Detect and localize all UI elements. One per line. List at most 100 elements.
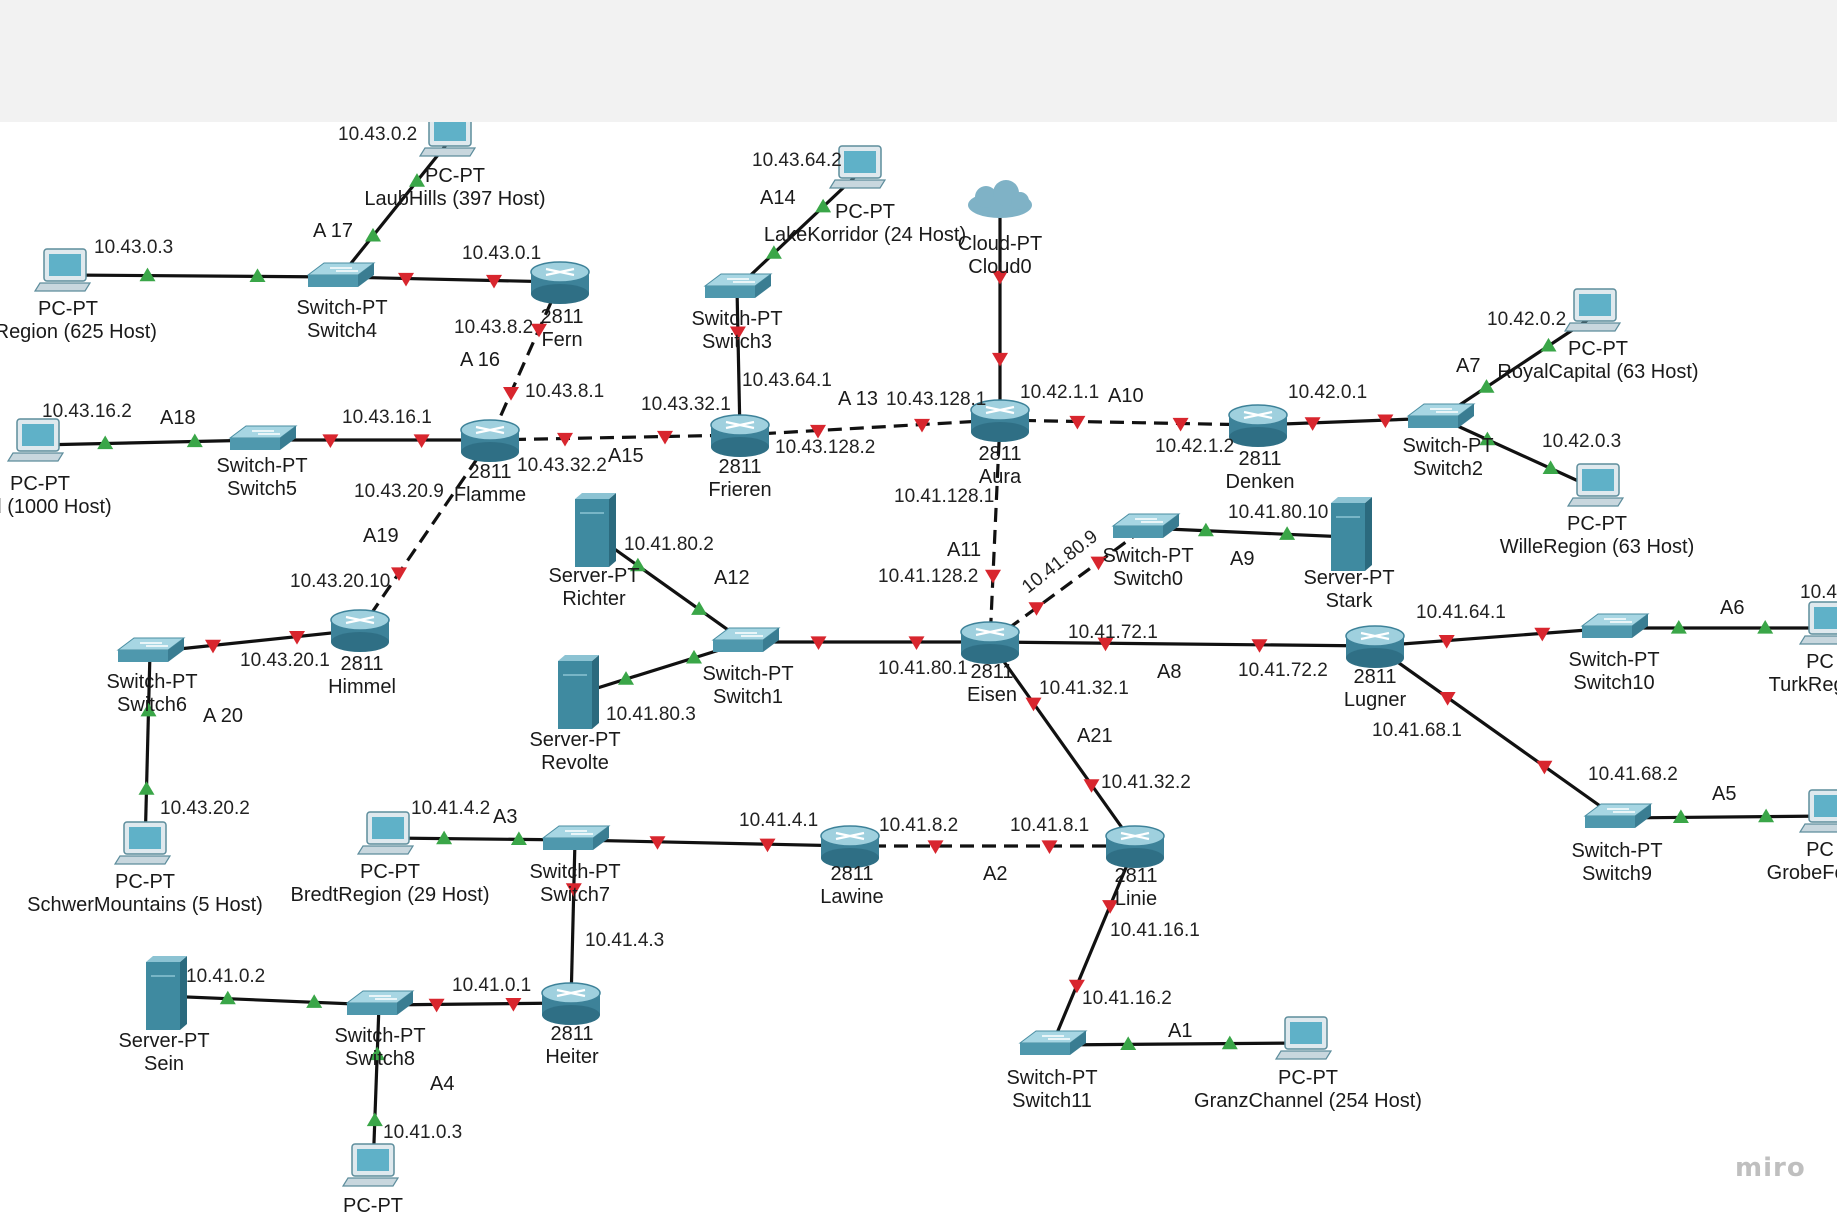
link-status-down-icon: [810, 424, 826, 439]
device-type-label: Switch-PT: [1571, 840, 1662, 862]
area-label: A5: [1712, 783, 1736, 805]
area-label: A6: [1720, 597, 1744, 619]
ip-address-label: 10.41.0.3: [383, 1122, 462, 1143]
device-name-label: Himmel: [328, 676, 396, 698]
area-label: A 16: [460, 349, 500, 371]
link-status-down-icon: [908, 636, 925, 650]
device-type-label: 2811: [1238, 448, 1281, 470]
link-sw9-pc_grobe: [1616, 808, 1831, 823]
pc-icon: [1798, 601, 1837, 645]
device-type-label: Switch-PT: [1568, 649, 1659, 671]
cable-line: [1144, 526, 1349, 539]
link-pc_lake-sw3: [735, 170, 862, 290]
pc-pc_turk[interactable]: PCTurkRegion: [1769, 601, 1837, 696]
pc-pc_grobe[interactable]: PCGrobeFores: [1767, 789, 1837, 884]
device-name-label: SchwerMountains (5 Host): [27, 894, 263, 916]
device-name-label: Switch4: [307, 320, 377, 342]
pc-pc_tit[interactable]: PC-PTtitRegion (625 Host): [0, 248, 157, 343]
device-name-label: Revolte: [541, 752, 609, 774]
device-type-label: PC-PT: [425, 165, 485, 187]
device-name-label: Fern: [541, 329, 582, 351]
miro-watermark: miro: [1735, 1153, 1806, 1183]
switch-icon: [711, 627, 781, 652]
pc-pc_bottom[interactable]: PC-PT: [341, 1143, 403, 1217]
device-type-label: PC-PT: [10, 473, 70, 495]
device-type-label: Switch-PT: [1402, 435, 1493, 457]
device-type-label: PC: [1806, 839, 1834, 861]
link-r_aura-r_denken: [999, 415, 1259, 432]
ip-address-label: 10.41.4.3: [585, 930, 664, 951]
link-status-down-icon: [322, 434, 339, 448]
router-icon: [1105, 825, 1165, 868]
link-status-up-icon: [1279, 526, 1296, 540]
device-name-label: Aura: [979, 466, 1022, 488]
area-label: A 13: [838, 388, 878, 410]
link-status-down-icon: [1102, 900, 1119, 914]
server-icon: [575, 493, 616, 567]
device-name-label: Richter: [562, 588, 626, 610]
ip-address-label: 10.41.4.2: [411, 798, 490, 819]
cable-line: [735, 170, 862, 290]
ip-address-label: 10.43.32.1: [641, 394, 731, 415]
device-type-label: PC: [1806, 651, 1834, 673]
link-status-up-icon: [1478, 379, 1495, 393]
device-name-label: Switch9: [1582, 863, 1652, 885]
cable-line: [1616, 814, 1831, 820]
ip-address-label: 10.43.0.3: [94, 237, 173, 258]
device-type-label: Switch-PT: [529, 861, 620, 883]
device-type-label: PC-PT: [343, 1195, 403, 1217]
links-layer: [37, 138, 1831, 1171]
server-icon: [1331, 497, 1372, 571]
ip-address-label: 10.41.68.1: [1372, 720, 1462, 741]
ip-address-label: 10.43.8.1: [525, 381, 604, 402]
device-type-label: Switch-PT: [106, 671, 197, 693]
link-r_eisen-r_linie: [988, 641, 1137, 847]
ip-address-label: 10.41.80.10: [1228, 502, 1328, 523]
link-status-down-icon: [503, 387, 519, 401]
device-name-label: Switch10: [1573, 672, 1654, 694]
switch-icon: [1580, 613, 1650, 638]
cable-line: [1374, 644, 1618, 820]
device-type-label: 2811: [830, 863, 873, 885]
pc-pc_oad[interactable]: PC-PToad (1000 Host): [0, 418, 112, 518]
switch-icon: [703, 273, 773, 298]
